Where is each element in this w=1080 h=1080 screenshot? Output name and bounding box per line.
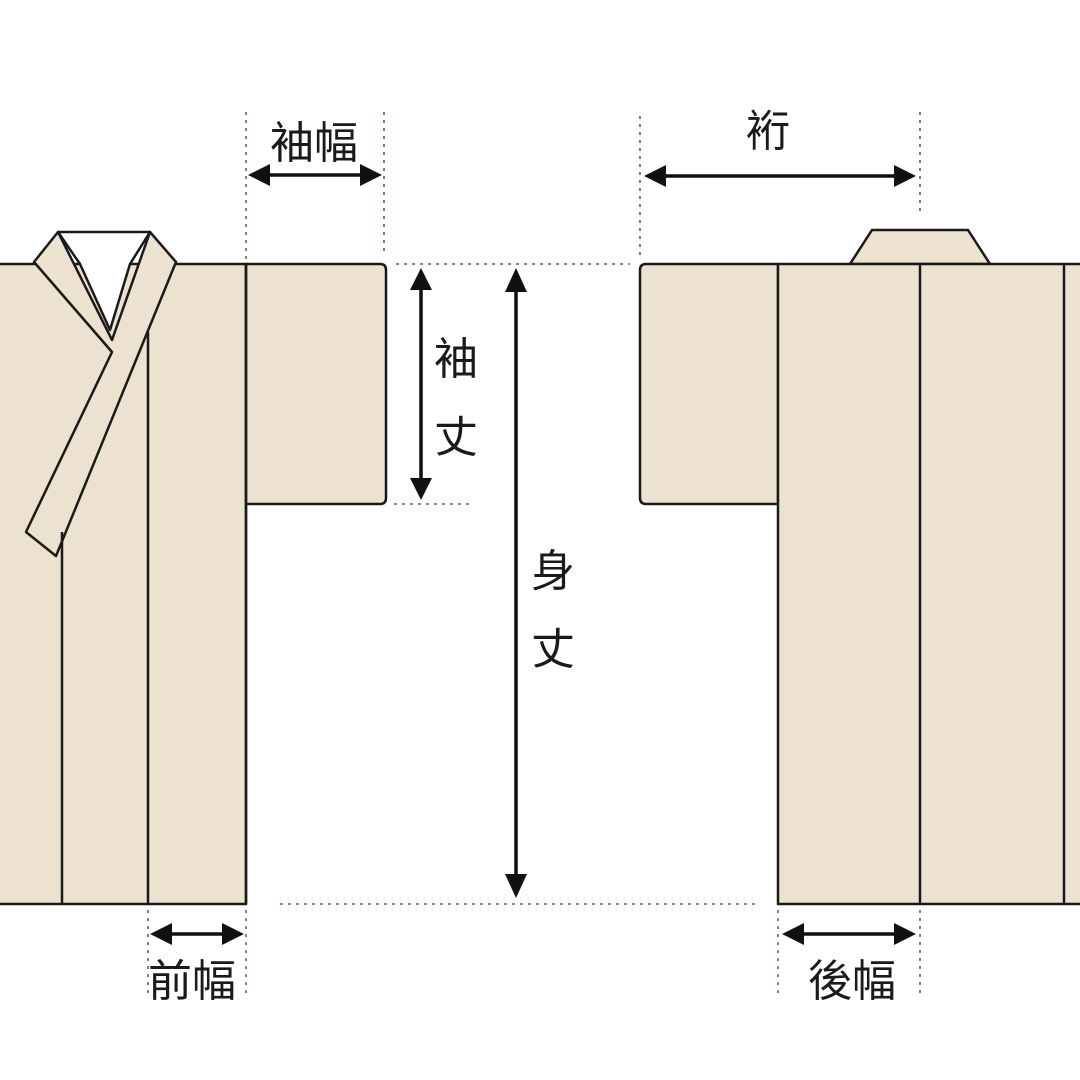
back-width-arrow [782, 923, 916, 945]
label-yuki: 裄 [746, 106, 790, 157]
sleeve-length-arrow [410, 268, 432, 500]
label-sode-haba: 袖幅 [270, 118, 358, 169]
label-sode-take-1: 袖 [434, 334, 478, 385]
yuki-arrow [644, 165, 916, 187]
sleeve-width-arrow [248, 164, 382, 186]
label-mae-haba: 前幅 [148, 956, 236, 1007]
guide-lines [147, 112, 921, 996]
measurement-arrows [150, 164, 916, 945]
label-ushiro-haba: 後幅 [808, 956, 896, 1007]
kimono-front-view [0, 230, 388, 906]
back-sleeve [638, 262, 780, 506]
front-sleeve [244, 262, 388, 506]
measurement-labels: 袖幅 裄 袖 丈 身 丈 前幅 後幅 [148, 106, 896, 1007]
back-body-panel [776, 262, 1080, 906]
front-inner-collar [56, 230, 152, 332]
front-collar-band [24, 230, 178, 558]
label-mi-take-2: 丈 [531, 624, 575, 675]
back-collar [848, 228, 992, 266]
label-mi-take-1: 身 [531, 546, 575, 597]
label-sode-take-2: 丈 [434, 412, 478, 463]
kimono-back-view [638, 228, 1080, 906]
body-length-arrow [505, 268, 527, 898]
front-width-arrow [150, 923, 244, 945]
